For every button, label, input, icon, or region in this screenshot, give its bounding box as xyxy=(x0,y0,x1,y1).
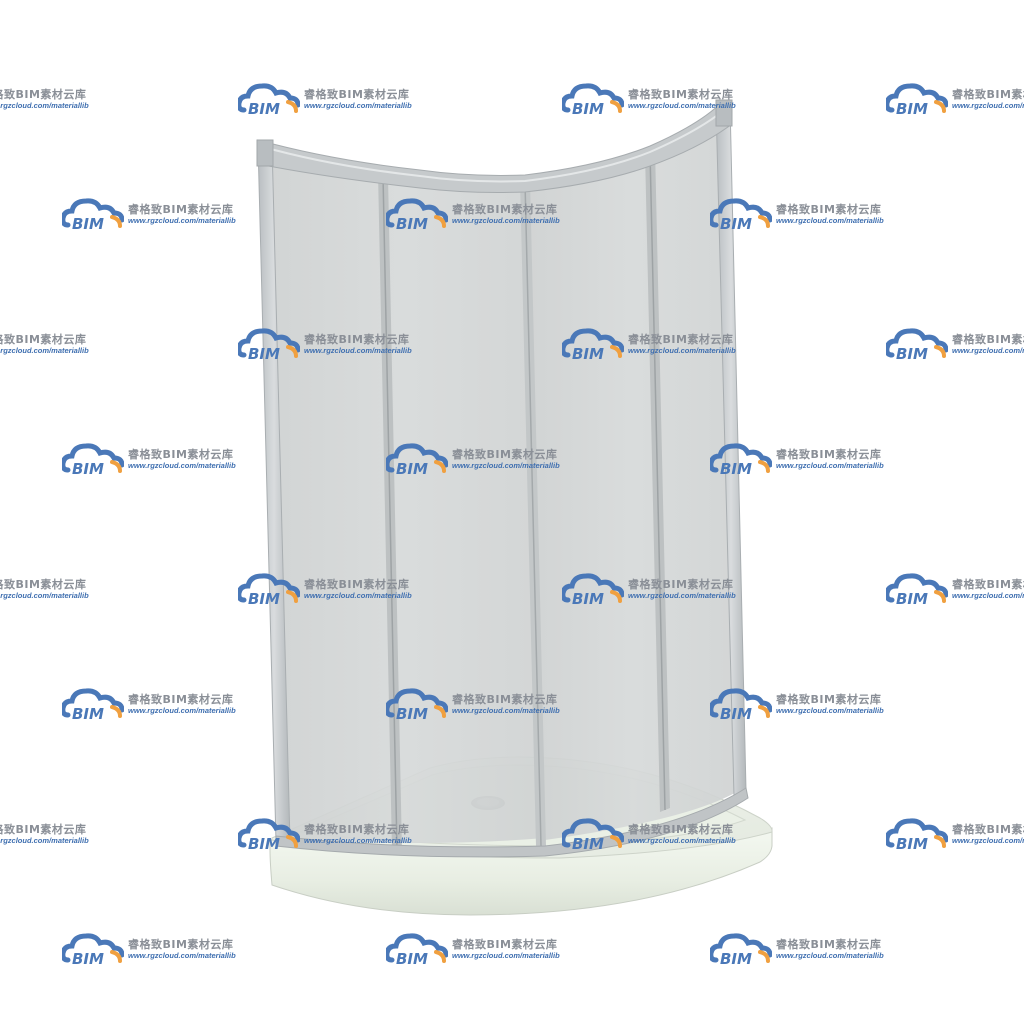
glass-enclosure xyxy=(256,99,749,858)
